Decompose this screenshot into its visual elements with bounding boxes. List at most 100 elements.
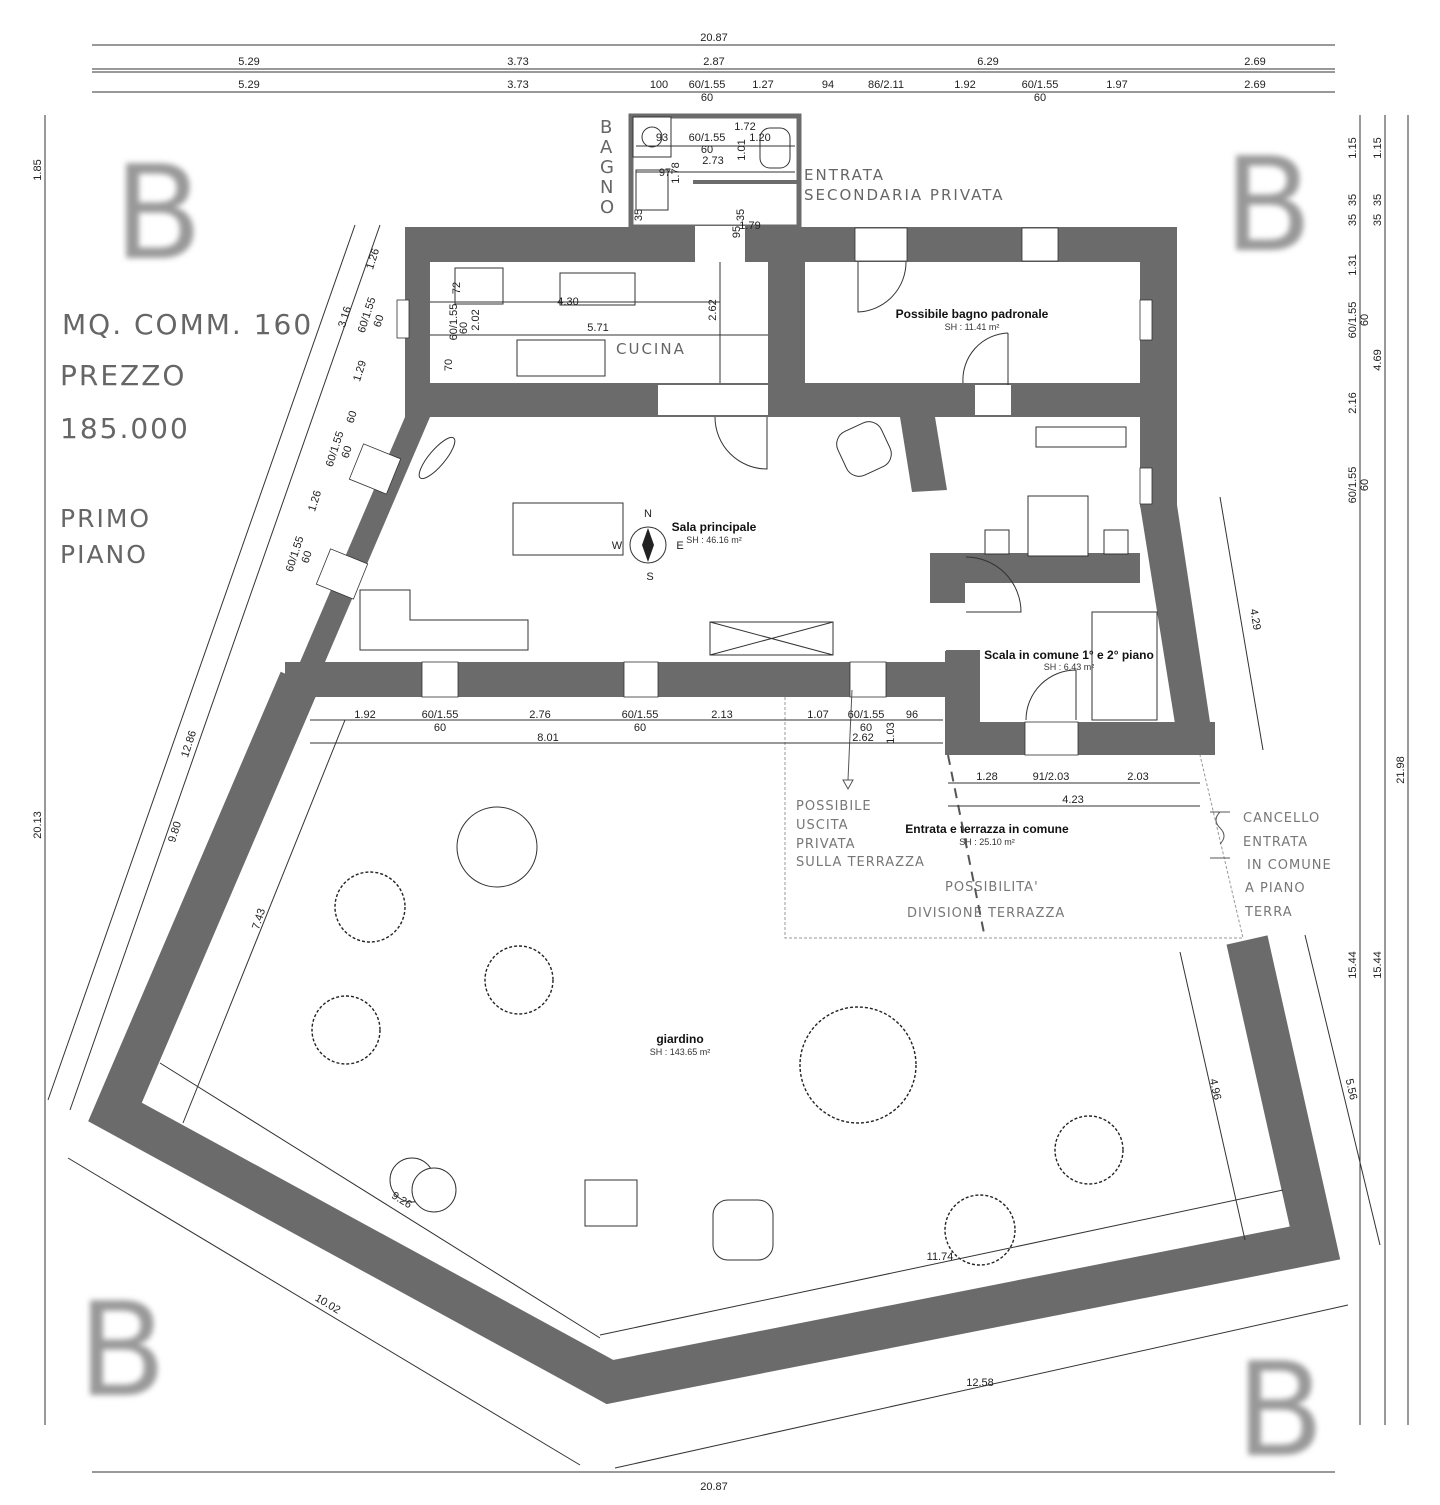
dim-label: 1.15	[1372, 137, 1384, 158]
wardrobe	[1035, 426, 1127, 448]
dim-label: 5.56	[1343, 1078, 1360, 1102]
note-cancello: IN COMUNE	[1247, 858, 1332, 873]
dim-label: 8.01	[537, 732, 558, 744]
dim-label: 60/1.55	[689, 132, 726, 144]
room-area: SH : 25.10 m²	[959, 837, 1015, 847]
dim-label: 60	[300, 549, 315, 564]
dim-label: 60	[345, 409, 360, 424]
note-uscita: PRIVATA	[796, 837, 855, 852]
note-floor: PRIMO	[60, 504, 151, 533]
dim-label: 4.69	[1372, 349, 1384, 370]
note-divisione: POSSIBILITA'	[945, 880, 1039, 895]
dim-label: 2.73	[702, 155, 723, 167]
sofa	[359, 589, 529, 651]
openings	[315, 226, 1153, 756]
room-area: SH : 143.65 m²	[650, 1047, 711, 1057]
trees	[311, 871, 1124, 1266]
room-name: Possibile bagno padronale	[896, 307, 1049, 321]
dim-label: 1.92	[354, 709, 375, 721]
dim-label: 60	[434, 722, 446, 734]
note-bagno-letter: O	[600, 197, 616, 218]
room-area: SH : 11.41 m²	[945, 322, 1000, 332]
dim-label: 60	[340, 444, 355, 459]
room-name: Sala principale	[672, 520, 757, 534]
kitchen-double-sink	[559, 272, 636, 306]
dim-label: 35	[735, 209, 747, 221]
dim-label: 60/1.55	[422, 709, 459, 721]
note-cancello: TERRA	[1244, 905, 1293, 920]
dim-label: 60	[1359, 314, 1371, 326]
dim-label: 97	[659, 167, 671, 179]
dimension-lines	[44, 44, 1409, 1473]
note-bagno-letter: G	[600, 157, 616, 178]
armchair	[836, 421, 892, 477]
dim-label: 2.76	[529, 709, 550, 721]
dim-label: 60	[701, 144, 713, 156]
note-price-label: PREZZO	[60, 359, 186, 392]
dim-label: 35	[1347, 214, 1359, 226]
dim-label: 1.20	[749, 132, 770, 144]
note-uscita: SULLA TERRAZZA	[796, 855, 925, 870]
dim-label: 1.79	[739, 220, 760, 232]
dim-label: 2.02	[470, 309, 482, 330]
compass-e: E	[676, 540, 683, 552]
dim-label: 1.28	[976, 771, 997, 783]
dim-label: 1.07	[807, 709, 828, 721]
dim-label: 20.87	[700, 1481, 728, 1493]
compass-s: S	[646, 571, 653, 583]
note-cucina: CUCINA	[616, 340, 686, 358]
dim-label: 60	[860, 722, 872, 734]
dim-label: 21.98	[1395, 756, 1407, 784]
dim-label: 20.13	[32, 811, 44, 839]
dim-label: 60	[701, 92, 713, 104]
dim-label: 1.27	[752, 79, 773, 91]
handwritten-notes: MQ. COMM. 160 PREZZO 185.000 PRIMO PIANO…	[60, 117, 1332, 939]
dim-label: 2.62	[707, 299, 719, 320]
note-uscita: POSSIBILE	[796, 799, 872, 814]
dim-label: 60/1.55	[622, 709, 659, 721]
compass: N S E W	[612, 508, 684, 583]
dim-label: 60/1.55	[448, 304, 460, 341]
note-entrata: ENTRATA	[804, 166, 885, 184]
shrub	[712, 1199, 774, 1261]
round-table	[456, 806, 538, 888]
dim-label: 35	[1347, 194, 1359, 206]
watermark-b: B	[113, 137, 202, 289]
note-cancello: CANCELLO	[1243, 811, 1320, 826]
note-price: 185.000	[60, 412, 190, 445]
note-divisione: DIVISIONE TERRAZZA	[907, 906, 1065, 921]
dim-label: 95	[731, 226, 743, 238]
dim-label: 60/1.55	[689, 79, 726, 91]
bed	[1027, 495, 1089, 557]
dim-label: 93	[656, 132, 668, 144]
dim-label: 6.29	[977, 56, 998, 68]
dim-label: 2.13	[711, 709, 732, 721]
dim-label: 2.03	[1127, 771, 1148, 783]
note-floor: PIANO	[60, 540, 148, 569]
watermark-b: B	[77, 1274, 166, 1426]
dim-label: 2.69	[1244, 79, 1265, 91]
note-cancello: ENTRATA	[1243, 835, 1308, 850]
dim-label: 3.73	[507, 56, 528, 68]
watermarks: B B B B	[77, 129, 1324, 1486]
dim-label: 60/1.55	[1347, 467, 1359, 504]
dim-label: 60	[1359, 479, 1371, 491]
dim-label: 20.87	[700, 32, 728, 44]
dim-label: 10.02	[313, 1292, 343, 1316]
watermark-b: B	[1235, 1334, 1324, 1486]
dim-label: 60/1.55	[1347, 302, 1359, 339]
note-bagno-letter: A	[600, 137, 614, 158]
note-area: MQ. COMM. 160	[62, 308, 313, 341]
note-entrata: SECONDARIA PRIVATA	[804, 186, 1004, 204]
dim-label: 4.30	[557, 296, 578, 308]
dim-label: 60/1.55	[1022, 79, 1059, 91]
dim-label: 5.29	[238, 79, 259, 91]
dim-label: 100	[650, 79, 668, 91]
dim-label: 72	[451, 282, 463, 294]
dim-label: 35	[1372, 214, 1384, 226]
room-labels: Possibile bagno padronale SH : 11.41 m² …	[650, 307, 1154, 1057]
staircase	[1091, 611, 1158, 721]
door-swings	[714, 261, 1077, 721]
dim-label: 2.87	[703, 56, 724, 68]
